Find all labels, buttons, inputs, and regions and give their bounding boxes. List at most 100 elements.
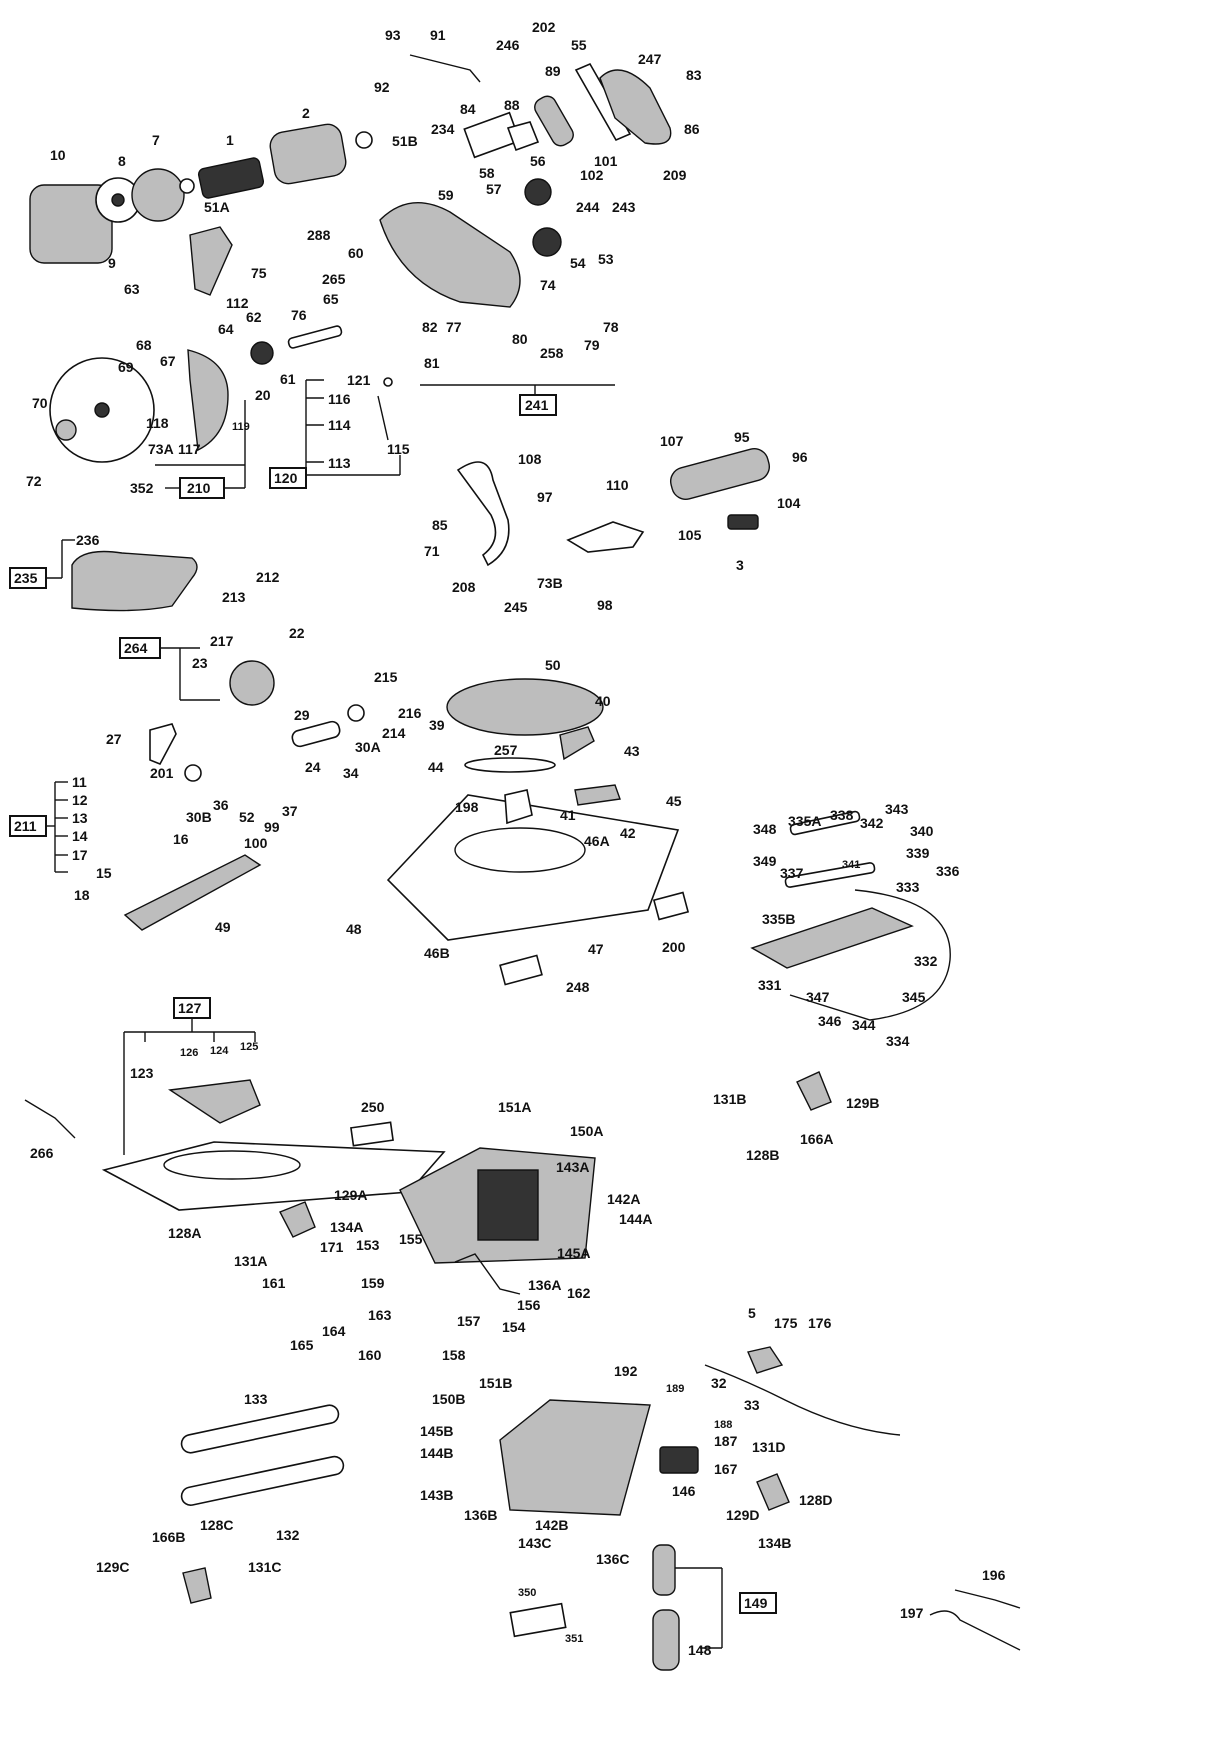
label-30B: 30B <box>186 809 212 825</box>
label-134A: 134A <box>330 1219 363 1235</box>
label-43: 43 <box>624 743 640 759</box>
label-214: 214 <box>382 725 406 741</box>
label-3: 3 <box>736 557 744 573</box>
label-81: 81 <box>424 355 440 371</box>
label-62: 62 <box>246 309 262 325</box>
label-142B: 142B <box>535 1517 568 1533</box>
part-127-table-opening <box>163 1150 301 1180</box>
label-209: 209 <box>663 167 687 183</box>
part-34-pin <box>291 720 341 748</box>
part-88-clip <box>506 121 540 152</box>
label-52: 52 <box>239 809 255 825</box>
label-45: 45 <box>666 793 682 809</box>
label-236: 236 <box>76 532 100 548</box>
label-11: 11 <box>72 774 87 790</box>
label-187: 187 <box>714 1433 738 1449</box>
label-345: 345 <box>902 989 926 1005</box>
part-89-handle <box>534 95 574 147</box>
part-51B-bearing <box>355 131 373 149</box>
part-3-switch <box>727 514 759 530</box>
label-77: 77 <box>446 319 462 335</box>
label-143A: 143A <box>556 1159 589 1175</box>
label-188: 188 <box>714 1419 732 1431</box>
part-76-shaft <box>287 325 343 349</box>
label-246: 246 <box>496 37 520 53</box>
part-55-belt <box>574 62 632 142</box>
part-162-grille <box>477 1169 539 1241</box>
label-149: 149 <box>744 1595 768 1611</box>
label-85: 85 <box>432 517 448 533</box>
label-245: 245 <box>504 599 528 615</box>
label-29: 29 <box>294 707 310 723</box>
part-5-clamp <box>747 1346 784 1374</box>
label-201: 201 <box>150 765 174 781</box>
label-235: 235 <box>14 570 38 586</box>
label-336: 336 <box>936 863 960 879</box>
label-44: 44 <box>428 759 444 775</box>
label-196: 196 <box>982 1567 1006 1583</box>
label-73B: 73B <box>537 575 563 591</box>
label-189: 189 <box>666 1383 684 1395</box>
label-133: 133 <box>244 1391 268 1407</box>
label-49: 49 <box>215 919 231 935</box>
part-166A-bracket <box>796 1071 832 1111</box>
label-171: 171 <box>320 1239 344 1255</box>
label-165: 165 <box>290 1337 314 1353</box>
label-17: 17 <box>72 847 88 863</box>
label-352: 352 <box>130 480 154 496</box>
part-48-base-opening <box>454 827 586 873</box>
label-265: 265 <box>322 271 346 287</box>
label-120: 120 <box>274 470 298 486</box>
part-248-plate <box>499 954 543 986</box>
label-151B: 151B <box>479 1375 512 1391</box>
label-69: 69 <box>118 359 134 375</box>
label-100: 100 <box>244 835 268 851</box>
label-39: 39 <box>429 717 445 733</box>
part-166B-bracket <box>182 1567 212 1604</box>
label-73A: 73A <box>148 441 174 457</box>
label-46B: 46B <box>424 945 450 961</box>
part-132-leg <box>180 1455 345 1506</box>
label-75: 75 <box>251 265 267 281</box>
label-341: 341 <box>842 859 860 871</box>
label-197: 197 <box>900 1605 924 1621</box>
label-158: 158 <box>442 1347 466 1363</box>
label-5: 5 <box>748 1305 756 1321</box>
label-60: 60 <box>348 245 364 261</box>
label-337: 337 <box>780 865 804 881</box>
part-1-armature <box>197 157 265 199</box>
label-163: 163 <box>368 1307 392 1323</box>
label-98: 98 <box>597 597 613 613</box>
label-129A: 129A <box>334 1187 367 1203</box>
assembly-boxes <box>9 394 777 1614</box>
label-9: 9 <box>108 255 116 271</box>
label-344: 344 <box>852 1017 876 1033</box>
label-91: 91 <box>430 27 446 43</box>
part-134A-bracket <box>279 1201 316 1238</box>
label-18: 18 <box>74 887 90 903</box>
label-131B: 131B <box>713 1091 746 1107</box>
box-235 <box>9 567 47 589</box>
label-161: 161 <box>262 1275 286 1291</box>
part-336-rail <box>784 862 876 888</box>
label-332: 332 <box>914 953 938 969</box>
label-248: 248 <box>566 979 590 995</box>
label-156: 156 <box>517 1297 541 1313</box>
box-210 <box>179 477 225 499</box>
part-126-blade-guard <box>168 1079 261 1124</box>
part-62-bearing <box>250 341 274 365</box>
label-216: 216 <box>398 705 422 721</box>
label-53: 53 <box>598 251 614 267</box>
label-143C: 143C <box>518 1535 551 1551</box>
label-243: 243 <box>612 199 636 215</box>
label-70: 70 <box>32 395 48 411</box>
part-146-panel <box>499 1399 651 1516</box>
label-136C: 136C <box>596 1551 629 1567</box>
label-64: 64 <box>218 321 234 337</box>
label-143B: 143B <box>420 1487 453 1503</box>
label-335B: 335B <box>762 911 795 927</box>
part-332-bar <box>789 889 951 1021</box>
label-46A: 46A <box>584 833 610 849</box>
label-343: 343 <box>885 801 909 817</box>
